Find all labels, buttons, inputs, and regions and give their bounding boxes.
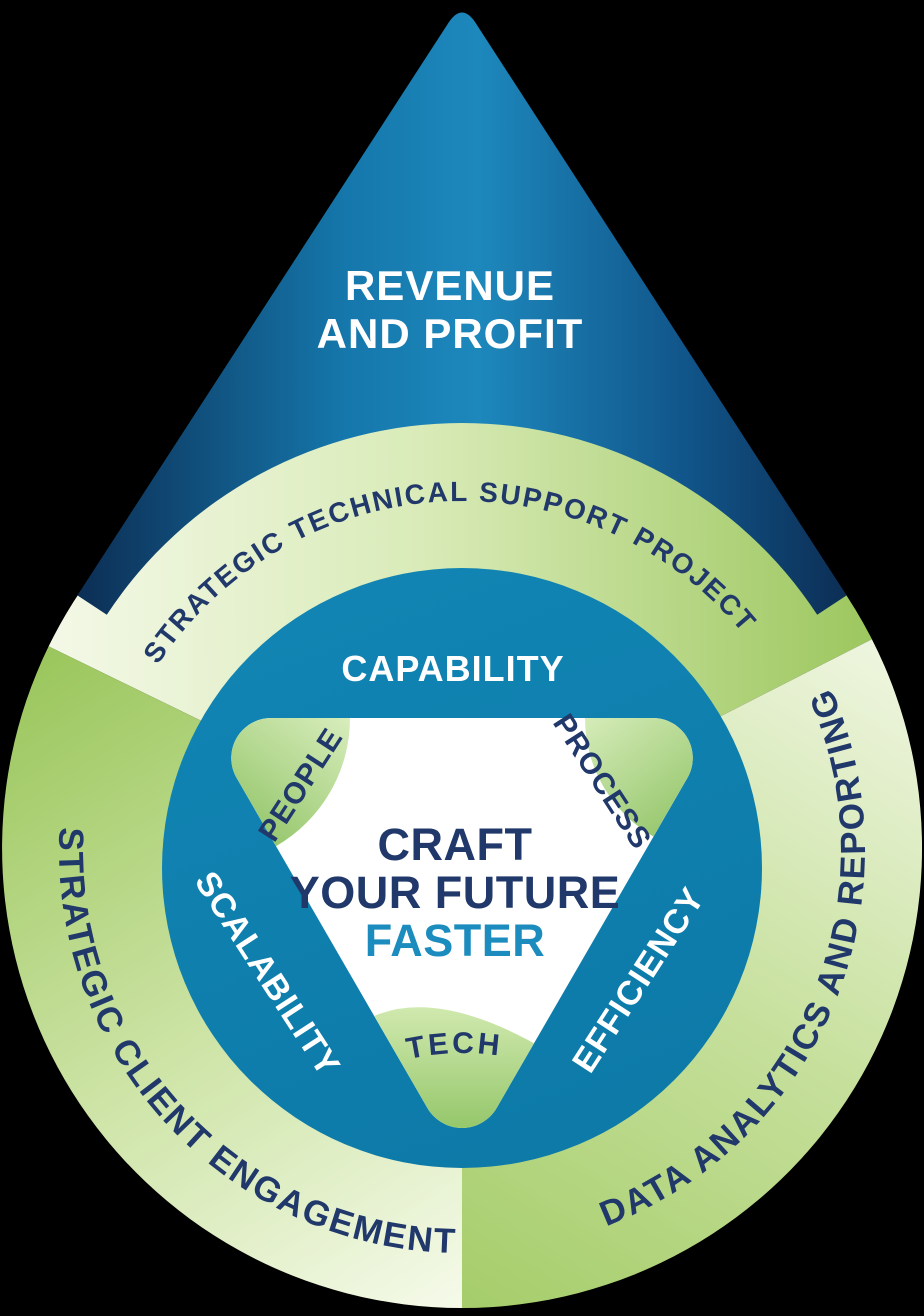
center-line3: FASTER <box>365 915 546 966</box>
triangle-shape <box>231 718 693 1128</box>
apex-label-line2: AND PROFIT <box>317 310 584 357</box>
center-line2: YOUR FUTURE <box>290 867 621 918</box>
process-blob <box>585 718 693 837</box>
center-tagline: CRAFT YOUR FUTURE FASTER <box>290 819 621 966</box>
center-line1: CRAFT <box>378 819 533 870</box>
cone-shape <box>77 12 847 615</box>
capability-label: CAPABILITY <box>341 648 564 689</box>
tech-label: TECH <box>404 1027 505 1066</box>
triangle-corner-blobs <box>231 718 693 1128</box>
tech-blob <box>374 1007 546 1128</box>
people-blob <box>231 718 350 847</box>
apex-label-line1: REVENUE <box>345 262 555 309</box>
